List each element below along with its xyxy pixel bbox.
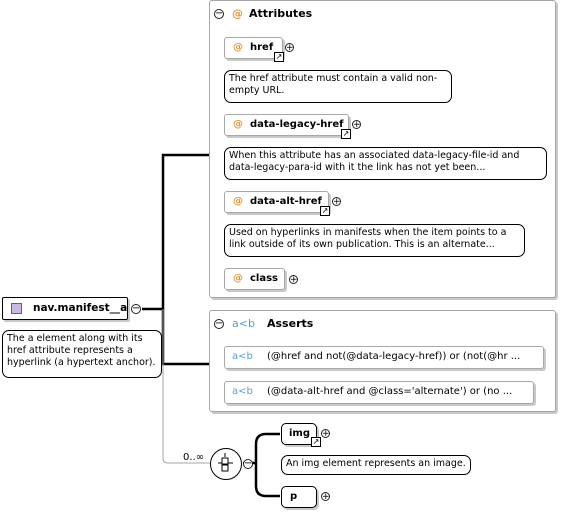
attribute-href-doc: The href attribute must contain a valid … bbox=[224, 70, 452, 103]
choice-compositor-icon[interactable] bbox=[210, 448, 242, 480]
element-p[interactable]: p bbox=[281, 486, 317, 508]
collapse-asserts-icon[interactable]: − bbox=[214, 318, 224, 329]
attribute-data-alt-href[interactable]: @ data-alt-href bbox=[224, 191, 329, 213]
attribute-symbol: @ bbox=[233, 196, 243, 207]
attribute-name: href bbox=[250, 42, 274, 53]
expand-href-icon[interactable]: + bbox=[285, 43, 294, 53]
assert-item[interactable]: a<b (@data-alt-href and @class='alternat… bbox=[224, 381, 534, 404]
attribute-name: data-alt-href bbox=[250, 196, 322, 207]
collapse-root-icon[interactable]: − bbox=[131, 303, 141, 314]
assert-text: (@data-alt-href and @class='alternate') … bbox=[267, 386, 513, 397]
element-img[interactable]: img bbox=[281, 423, 317, 445]
attribute-class[interactable]: @ class bbox=[224, 268, 285, 290]
reference-arrow-icon[interactable]: ↗ bbox=[341, 129, 351, 139]
collapse-attributes-icon[interactable]: − bbox=[214, 8, 224, 19]
attribute-data-legacy-href-doc: When this attribute has an associated da… bbox=[224, 147, 547, 180]
assert-symbol: a<b bbox=[232, 386, 253, 397]
attribute-name: class bbox=[250, 273, 279, 284]
choice-cardinality: 0..∞ bbox=[183, 452, 205, 463]
root-element[interactable]: nav.manifest__a bbox=[2, 297, 128, 320]
attributes-group-symbol: @ bbox=[232, 7, 243, 20]
reference-arrow-icon[interactable]: ↗ bbox=[320, 206, 330, 216]
root-element-doc: The a element along with its href attrib… bbox=[2, 330, 162, 378]
assert-item[interactable]: a<b (@href and not(@data-legacy-href)) o… bbox=[224, 346, 544, 369]
expand-p-icon[interactable]: + bbox=[321, 492, 330, 502]
element-img-doc: An img element represents an image. bbox=[281, 455, 471, 475]
attribute-symbol: @ bbox=[233, 42, 243, 53]
attribute-href[interactable]: @ href bbox=[224, 37, 283, 59]
attributes-group-title: Attributes bbox=[249, 7, 313, 20]
assert-symbol: a<b bbox=[232, 351, 253, 362]
element-name: p bbox=[290, 491, 298, 502]
expand-data-alt-href-icon[interactable]: + bbox=[332, 197, 341, 207]
reference-arrow-icon[interactable]: ↗ bbox=[274, 52, 284, 62]
attribute-name: data-legacy-href bbox=[250, 119, 344, 130]
reference-arrow-icon[interactable]: ↗ bbox=[311, 437, 321, 447]
expand-class-icon[interactable]: + bbox=[289, 275, 298, 285]
attribute-symbol: @ bbox=[233, 119, 243, 130]
collapse-choice-icon[interactable]: − bbox=[243, 458, 253, 469]
attribute-data-legacy-href[interactable]: @ data-legacy-href bbox=[224, 114, 349, 136]
assert-text: (@href and not(@data-legacy-href)) or (n… bbox=[267, 351, 521, 362]
attribute-data-alt-href-doc: Used on hyperlinks in manifests when the… bbox=[224, 224, 525, 257]
attribute-symbol: @ bbox=[233, 273, 243, 284]
asserts-group-symbol: a<b bbox=[232, 317, 255, 330]
root-element-name: nav.manifest__a bbox=[33, 302, 128, 314]
asserts-group-title: Asserts bbox=[267, 317, 314, 330]
element-square-icon bbox=[11, 303, 22, 314]
expand-data-legacy-href-icon[interactable]: + bbox=[352, 120, 361, 130]
expand-img-icon[interactable]: + bbox=[321, 429, 330, 439]
element-name: img bbox=[289, 428, 311, 439]
